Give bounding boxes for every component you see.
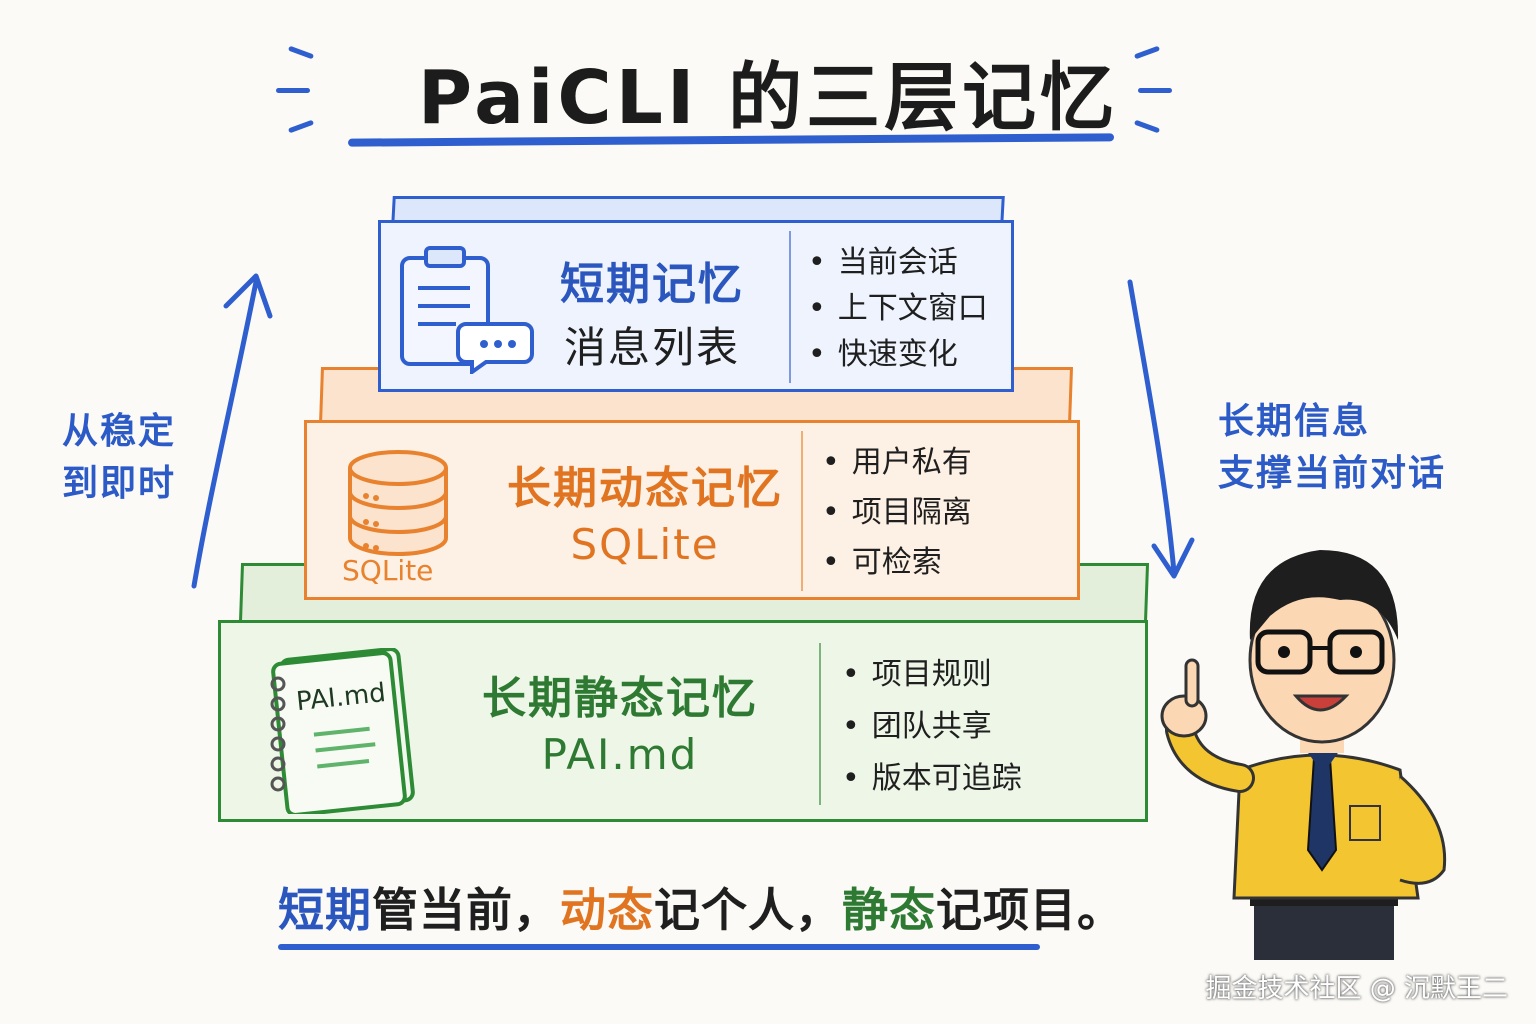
dynamic-tier-bullets: 用户私有 项目隔离 可检索: [822, 440, 972, 586]
bullet-item: 上下文窗口: [808, 286, 988, 332]
clipboard-chat-icon: [396, 244, 536, 378]
left-flow-label: 从稳定 到即时: [62, 406, 176, 510]
static-tier-subtitle: PAI.md: [541, 730, 699, 779]
short-tier-bullets: 当前会话 上下文窗口 快速变化: [808, 240, 988, 378]
bullet-item: 用户私有: [822, 440, 972, 486]
dynamic-tier-subtitle: SQLite: [570, 520, 720, 569]
dynamic-tier-title: 长期动态记忆: [507, 463, 783, 514]
bullet-item: 项目规则: [842, 652, 1022, 698]
bullet-item: 可检索: [822, 540, 972, 586]
title-accent-dash: [1138, 88, 1172, 93]
right-flow-label-line: 支撑当前对话: [1218, 453, 1447, 494]
notebook-icon: PAI.md: [270, 647, 420, 818]
summary-static-keyword: 静态: [842, 883, 936, 937]
tier-divider: [819, 643, 821, 805]
static-tier-title: 长期静态记忆: [482, 673, 758, 724]
bullet-item: 项目隔离: [822, 490, 972, 536]
tier-divider: [789, 231, 791, 383]
down-arrow-icon: [1112, 276, 1212, 590]
static-tier-bullets: 项目规则 团队共享 版本可追踪: [842, 652, 1022, 802]
summary-text: 记个人，: [654, 883, 842, 937]
short-tier-subtitle: 消息列表: [563, 323, 740, 372]
left-flow-label-line: 到即时: [62, 463, 177, 504]
summary-dynamic-keyword: 动态: [560, 883, 654, 937]
database-icon-label: SQLite: [342, 554, 433, 586]
right-flow-label-line: 长期信息: [1218, 401, 1371, 442]
page-title: PaiCLI 的三层记忆: [417, 55, 1119, 141]
presenter-character-illustration: [1150, 520, 1480, 964]
bullet-item: 快速变化: [808, 332, 988, 378]
summary-sentence: 短期管当前，动态记个人，静态记项目。: [278, 874, 1124, 940]
tier-divider: [801, 431, 803, 591]
short-tier-title: 短期记忆: [560, 259, 744, 310]
bullet-item: 当前会话: [808, 240, 988, 286]
bullet-item: 团队共享: [842, 704, 1022, 750]
database-icon: SQLite: [338, 446, 458, 590]
left-flow-label-line: 从稳定: [62, 411, 177, 452]
watermark: 掘金技术社区 @ 沉默王二: [1205, 974, 1508, 1004]
summary-text: 管当前，: [372, 883, 560, 937]
up-arrow-icon: [176, 262, 286, 596]
right-flow-label: 长期信息 支撑当前对话: [1218, 396, 1446, 500]
title-accent-dash: [276, 88, 310, 93]
bullet-item: 版本可追踪: [842, 756, 1022, 802]
summary-text: 记项目。: [936, 883, 1124, 937]
summary-short-keyword: 短期: [278, 883, 372, 937]
summary-underline: [278, 944, 1040, 950]
